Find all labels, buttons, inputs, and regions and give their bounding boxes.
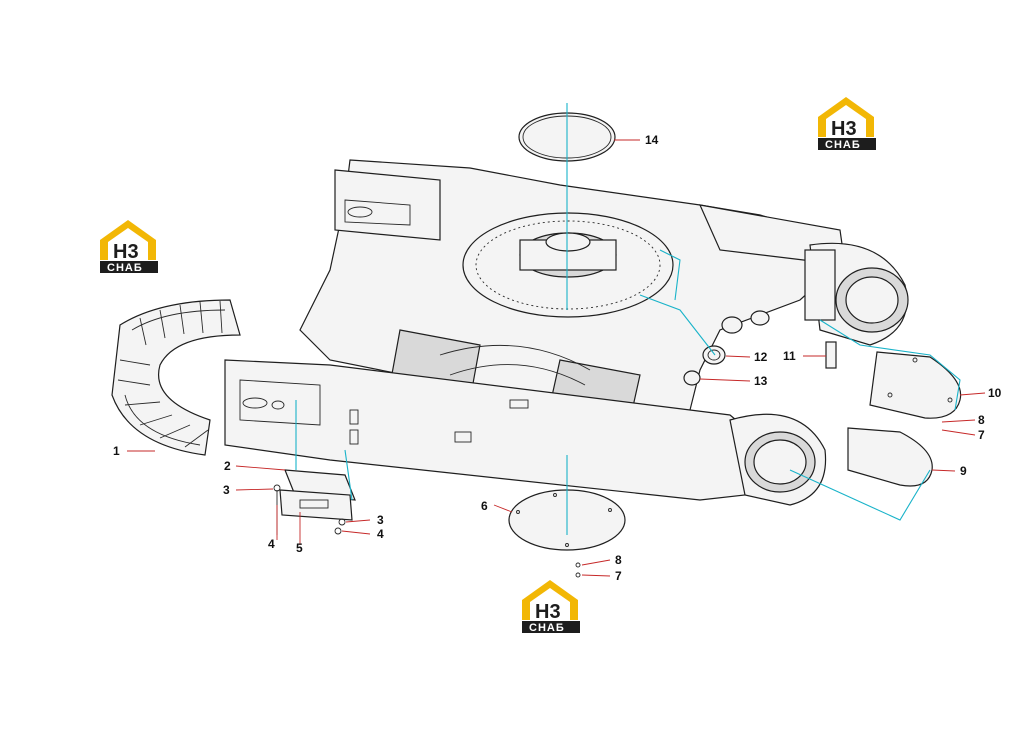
callout-13: 13 [754,374,768,388]
callout-4b: 4 [377,527,384,541]
callout-leaders [127,139,986,577]
logo-word: СНАБ [107,262,143,274]
callout-7b: 7 [978,428,985,442]
callout-10: 10 [988,386,1002,400]
callout-labels: 1 2 3 4 5 3 4 6 8 7 9 8 7 10 11 12 13 14 [113,133,1002,583]
callout-7: 7 [615,569,622,583]
logo-word: СНАБ [529,622,565,634]
rear-idler-end [804,242,909,346]
callout-11: 11 [783,349,796,363]
logo-mark: H3 [113,241,139,263]
brand-logo-left: H3 СНАБ [100,220,158,274]
track-chain-part-1 [111,299,241,456]
brand-logo-bottom: H3 СНАБ [522,580,580,634]
callout-5: 5 [296,541,303,555]
logo-word: СНАБ [825,139,861,151]
fitting-part-12 [702,310,770,365]
callout-1: 1 [113,444,120,458]
fitting-part-13 [683,370,701,386]
callout-6: 6 [481,499,488,513]
callout-9: 9 [960,464,967,478]
callout-4: 4 [268,537,275,551]
assembly-lines [295,103,961,535]
callout-8b: 8 [978,413,985,427]
callout-12: 12 [754,350,768,364]
track-guard-base-part-5 [279,489,353,521]
callout-3: 3 [223,483,230,497]
logo-mark: H3 [535,601,561,623]
front-idler-end [729,413,827,506]
side-cover-part-9 [847,427,933,487]
callout-14: 14 [645,133,659,147]
brand-logo-top-right: H3 СНАБ [818,97,876,151]
logo-mark: H3 [831,118,857,140]
swing-bearing [462,212,674,318]
callout-3b: 3 [377,513,384,527]
side-cover-part-10 [869,351,962,419]
fitting-part-11 [825,341,837,369]
callout-8: 8 [615,553,622,567]
bolts-bottom-7-8 [575,562,581,578]
callout-2: 2 [224,459,231,473]
